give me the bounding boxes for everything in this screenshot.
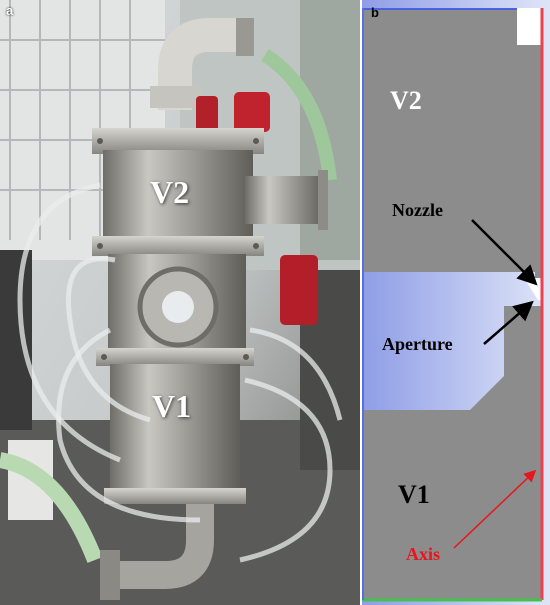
sim-label-v2: V2 [390,86,422,115]
vacuum-setup-photo [0,0,360,605]
v1-chamber [110,364,240,494]
equipment-rack [0,250,32,430]
v2-region [362,8,542,278]
photo-label-v2: V2 [150,174,190,210]
corner-cutout [517,8,542,45]
panel-b-letter: b [371,5,379,20]
pipe-flange [150,86,202,108]
sim-label-nozzle: Nozzle [392,200,443,220]
photo-label-v1: V1 [152,388,192,424]
v1-bottom-flange [104,488,246,504]
red-gauge-3 [280,255,318,325]
side-port-flange [318,170,328,230]
sim-label-aperture: Aperture [382,334,453,354]
v1-region [362,306,542,600]
red-gauge-2 [234,92,270,132]
panel-b-simulation: b V2 Nozzle Aperture V1 Axis [362,0,550,605]
v1-top-flange [96,348,254,366]
axis-arrow [453,469,537,549]
red-gauge-1 [196,96,218,136]
flange-bolts [97,138,259,360]
sim-label-axis: Axis [406,544,441,564]
viewport-window [162,291,194,323]
v2-top-flange [92,128,264,154]
side-port [245,176,325,224]
sim-label-v1: V1 [398,480,430,509]
aperture-arrow [483,300,534,345]
top-clamp [236,18,254,56]
panel-a-photo: a V2 V1 [0,0,360,605]
green-hose-bottom [0,452,103,563]
transparent-tubing [17,182,343,563]
bottom-pipe [120,504,214,589]
v2-chamber [103,150,253,240]
v2-bottom-flange [92,236,264,256]
nozzle-arrow [471,219,538,286]
bottom-clamp [100,550,120,600]
simulation-domain [362,0,550,605]
green-hose-top [261,49,337,181]
panel-a-letter: a [6,3,14,18]
elbow-pipe [158,18,240,110]
